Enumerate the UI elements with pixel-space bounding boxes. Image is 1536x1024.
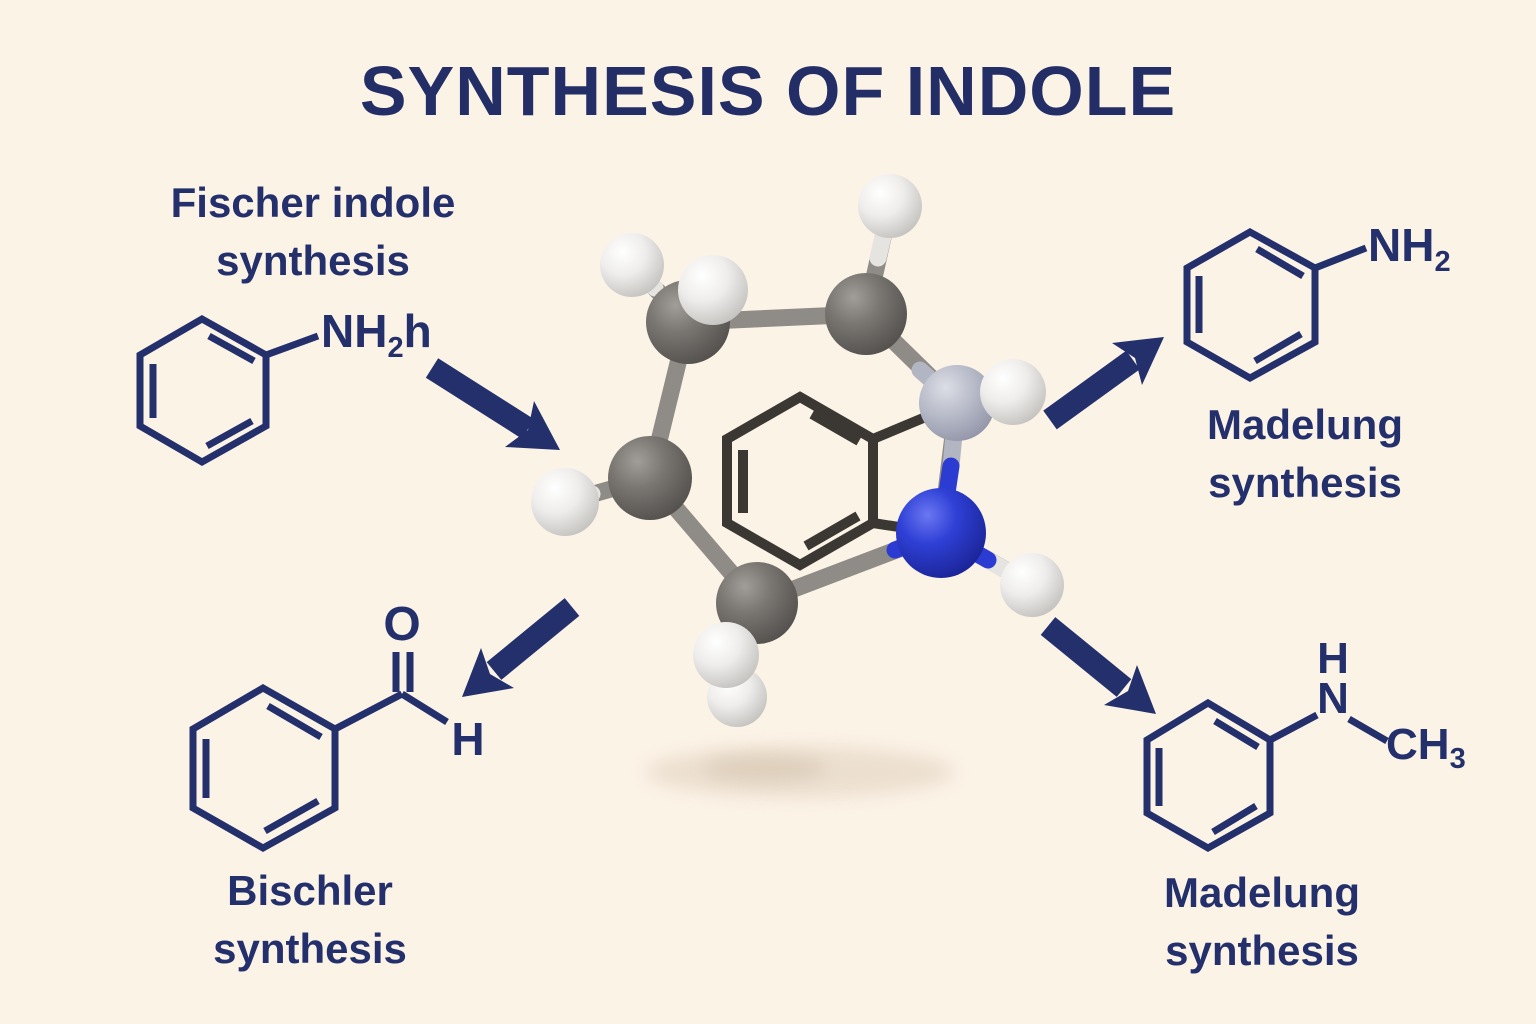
formula-main: NH [1368, 219, 1435, 271]
label-bischler-synthesis: Bischler synthesis [115, 862, 505, 978]
hydrogen-atom [531, 468, 599, 536]
hydrogen-atom [858, 174, 922, 238]
carbon-atom [825, 273, 907, 355]
formula-amine-nitrogen: N [1317, 674, 1349, 723]
molecule-3d-model [531, 174, 1064, 798]
structure-madelung-aniline [1183, 227, 1368, 383]
formula-subscript: 2 [387, 332, 404, 364]
structure-bischler-benzaldehyde [189, 652, 449, 853]
double-bond-mark [1213, 718, 1260, 750]
formula-methyl: CH3 [1386, 720, 1466, 776]
formula-main: CH [1386, 720, 1450, 769]
nitrogen-blue-atom [896, 488, 986, 578]
benzene-ring [136, 314, 270, 467]
label-line: Fischer indole [170, 179, 456, 226]
formula-subscript: 3 [1449, 743, 1466, 775]
double-bond-mark [803, 511, 861, 551]
structure-fischer-aniline [136, 314, 320, 467]
arrow-center-to-bischler-icon [462, 598, 580, 697]
label-line: synthesis [213, 925, 407, 972]
molecule-shadow [645, 746, 955, 798]
bond-to-aldehyde-h [400, 691, 449, 725]
double-bond-mark [263, 797, 320, 835]
double-bond-mark [1211, 803, 1258, 835]
label-line: synthesis [1165, 927, 1359, 974]
double-bond-mark [1253, 330, 1303, 365]
benzene-ring [189, 683, 339, 853]
bond-to-amine [1313, 244, 1368, 272]
arrow-fischer-to-center-icon [425, 358, 560, 450]
bond-to-amine [264, 332, 320, 359]
hydrogen-atom [1000, 553, 1064, 617]
label-fischer-synthesis: Fischer indole synthesis [118, 174, 508, 290]
carbon-atom [716, 562, 798, 644]
double-bond-mark [809, 409, 862, 446]
formula-nh2h: NH2h [321, 305, 432, 364]
hydrogen-atom [600, 233, 664, 297]
page-title: SYNTHESIS OF INDOLE [359, 52, 1177, 130]
hydrogen-atom [693, 622, 759, 688]
label-line: Madelung [1207, 401, 1403, 448]
benzene-ring [1143, 698, 1274, 853]
carbon-atom [608, 436, 692, 520]
formula-main: NH [321, 305, 388, 357]
molecule-atoms [531, 174, 1064, 727]
double-bond-mark [266, 702, 323, 741]
label-line: synthesis [1208, 459, 1402, 506]
formula-carbonyl-oxygen: O [383, 598, 421, 651]
hydrogen-atom [678, 255, 748, 325]
formula-subscript: 2 [1434, 246, 1451, 278]
hydrogen-atom [980, 359, 1046, 425]
double-bond-mark [1255, 245, 1305, 280]
formula-tail: h [403, 305, 432, 357]
double-bond-mark [205, 417, 254, 450]
double-bond-mark [207, 332, 256, 365]
label-line: synthesis [216, 237, 410, 284]
benzene-ring [1183, 227, 1319, 383]
bond-n-to-methyl [1347, 715, 1389, 745]
bond-to-nitrogen [1268, 711, 1319, 744]
arrow-center-to-madelung-top-icon [1043, 337, 1164, 430]
formula-nh2: NH2 [1368, 219, 1451, 278]
bond-to-carbonyl [333, 690, 404, 733]
label-line: Madelung [1164, 869, 1360, 916]
label-madelung-synthesis-bottom: Madelung synthesis [1067, 864, 1457, 980]
structure-madelung-n-methylaniline [1143, 698, 1389, 853]
arrow-center-to-madelung-bottom-icon [1040, 617, 1156, 714]
label-madelung-synthesis-top: Madelung synthesis [1110, 396, 1500, 512]
formula-aldehyde-hydrogen: H [451, 713, 485, 765]
nitrogen-gray-atom [919, 365, 995, 441]
formula-amine-hydrogen: H [1317, 634, 1349, 683]
label-line: Bischler [227, 867, 393, 914]
